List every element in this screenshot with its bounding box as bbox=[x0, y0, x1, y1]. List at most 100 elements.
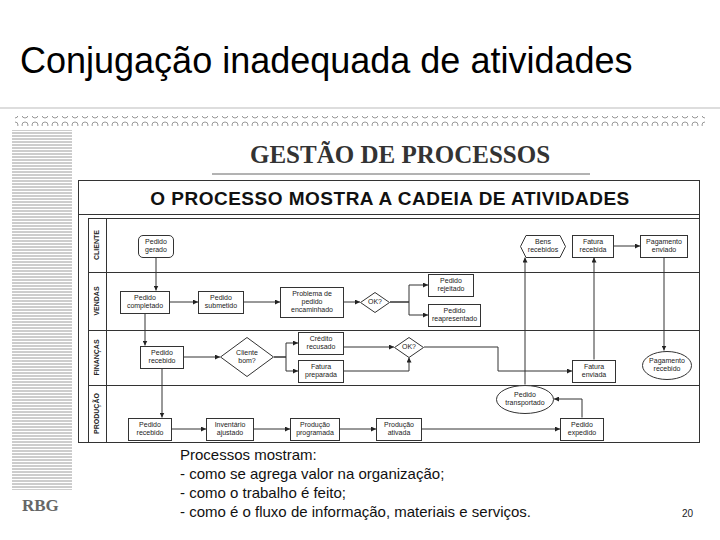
node-text: Bens recebidos bbox=[527, 238, 559, 254]
node-text: Pedido gerado bbox=[141, 238, 171, 254]
diamond-shape bbox=[221, 338, 274, 377]
event-hexagon: Bens recebidos bbox=[520, 235, 566, 258]
node-text: Produção programada bbox=[293, 421, 337, 437]
node-text: Pedido recebido bbox=[143, 349, 181, 365]
text-group: Pedido rejeitado bbox=[431, 277, 471, 293]
process-box: Pedido expedido bbox=[560, 418, 604, 441]
page-number: 20 bbox=[682, 508, 693, 519]
flow-arrow bbox=[525, 258, 526, 385]
hatched-stripe bbox=[12, 130, 72, 490]
node-text: Pedido reapresentado bbox=[431, 307, 478, 323]
text-group: Crédito recusado bbox=[301, 335, 341, 351]
process-box: Pedido submetido bbox=[198, 291, 244, 314]
ellipse-shape bbox=[497, 385, 554, 413]
lane-line bbox=[88, 272, 700, 273]
node-text: Pagamento enviado bbox=[643, 238, 685, 254]
heading-rule bbox=[212, 174, 590, 175]
process-box: Pedido recebido bbox=[140, 346, 184, 369]
flow-arrow bbox=[390, 285, 428, 302]
lane-line bbox=[88, 330, 700, 331]
flow-arrow bbox=[244, 302, 280, 303]
lane-label: CLIENTE bbox=[88, 218, 106, 272]
lane-line bbox=[88, 218, 700, 219]
flow-arrow bbox=[422, 429, 560, 430]
node-text: Problema de pedido encaminhado bbox=[283, 290, 341, 314]
swimlane: FINANÇAS Pedido recebido Cliente bom? Crédi… bbox=[88, 330, 700, 385]
text-group: Pedido submetido bbox=[201, 294, 241, 310]
note-text: - como é o fluxo de informação, materiai… bbox=[180, 503, 531, 520]
node-text: Produção ativada bbox=[379, 421, 419, 437]
event-ellipse: Pagamento recebido bbox=[642, 351, 692, 380]
flow-arrow bbox=[554, 399, 582, 418]
text-group: Cliente bom? bbox=[232, 349, 262, 365]
flow-arrow bbox=[344, 347, 394, 348]
process-box: Inventário ajustado bbox=[206, 418, 254, 441]
node-text: OK? bbox=[401, 343, 418, 351]
process-box: Pedido completado bbox=[120, 291, 170, 314]
flow-arrow bbox=[254, 429, 290, 430]
diagram-frame bbox=[79, 181, 700, 443]
node-text: Pedido rejeitado bbox=[431, 277, 471, 293]
lane-line bbox=[106, 218, 107, 442]
text-group: Problema de pedido encaminhado bbox=[283, 290, 341, 314]
banner-rule bbox=[78, 214, 700, 215]
node-text: Inventário ajustado bbox=[209, 421, 251, 437]
process-box: Fatura enviada bbox=[572, 360, 616, 383]
flow-arrow bbox=[614, 246, 640, 247]
text-group: Produção programada bbox=[293, 421, 337, 437]
lane-line bbox=[88, 385, 700, 386]
lane-label: VENDAS bbox=[88, 272, 106, 330]
node-text: Fatura enviada bbox=[575, 363, 613, 379]
swimlane: VENDASPedido completadoPedido submetidoP… bbox=[88, 272, 700, 330]
flow-arrow bbox=[145, 314, 146, 346]
process-box: Pedido rejeitado bbox=[428, 274, 474, 297]
flow-arrow bbox=[274, 357, 298, 371]
slide-title: Conjugação inadequada de atividades bbox=[20, 40, 633, 82]
flow-arrow bbox=[184, 357, 220, 358]
process-box: Fatura recebida bbox=[572, 235, 614, 258]
flow-arrow bbox=[156, 258, 157, 291]
text-group: OK? bbox=[401, 343, 418, 351]
diamond-shape bbox=[361, 292, 390, 312]
flow-arrow bbox=[390, 302, 428, 315]
flow-arrow bbox=[344, 302, 360, 303]
text-group: Fatura recebida bbox=[575, 238, 611, 254]
node-text: Fatura recebida bbox=[575, 238, 611, 254]
node-text: Pedido completado bbox=[123, 294, 167, 310]
node-text: Pedido submetido bbox=[201, 294, 241, 310]
text-group: Produção ativada bbox=[379, 421, 419, 437]
flow-arrow bbox=[664, 258, 665, 351]
node-text: Fatura preparada bbox=[301, 363, 341, 379]
text-group: Inventário ajustado bbox=[209, 421, 251, 437]
flow-arrow bbox=[340, 429, 376, 430]
text-group: Pedido reapresentado bbox=[431, 307, 478, 323]
process-box: Pedido reapresentado bbox=[428, 304, 481, 327]
start-box: Pedido gerado bbox=[138, 235, 174, 258]
text-group: OK? bbox=[367, 298, 384, 306]
swimlane: CLIENTE Pedido gerado Bens recebidos Fatura… bbox=[88, 218, 700, 272]
node-text: Pedido recebido bbox=[131, 421, 169, 437]
banner-heading: O PROCESSO MOSTRA A CADEIA DE ATIVIDADES bbox=[80, 188, 700, 210]
text-group: Pedido recebido bbox=[131, 421, 169, 437]
text-group: Fatura preparada bbox=[301, 363, 341, 379]
section-heading: GESTÃO DE PROCESSOS bbox=[150, 141, 650, 169]
process-box: Pagamento enviado bbox=[640, 235, 688, 258]
text-group: Fatura enviada bbox=[575, 363, 613, 379]
note-text: - como se agrega valor na organização; bbox=[180, 465, 444, 482]
flow-arrow bbox=[344, 358, 409, 372]
decision-diamond: OK? bbox=[360, 292, 390, 313]
decision-diamond: Cliente bom? bbox=[220, 337, 274, 377]
process-box: Pedido recebido bbox=[128, 418, 172, 441]
flow-arrow bbox=[162, 369, 163, 418]
node-text: Pedido expedido bbox=[563, 421, 601, 437]
ellipse-shape bbox=[643, 351, 692, 379]
process-box: Produção programada bbox=[290, 418, 340, 441]
decision-diamond: OK? bbox=[394, 337, 424, 358]
process-box: Produção ativada bbox=[376, 418, 422, 441]
scan-edge bbox=[0, 108, 720, 109]
dot-border bbox=[15, 116, 705, 126]
process-box: Problema de pedido encaminhado bbox=[280, 287, 344, 318]
lane-label: FINANÇAS bbox=[88, 330, 106, 385]
lane-label: PRODUÇÃO bbox=[88, 385, 106, 442]
